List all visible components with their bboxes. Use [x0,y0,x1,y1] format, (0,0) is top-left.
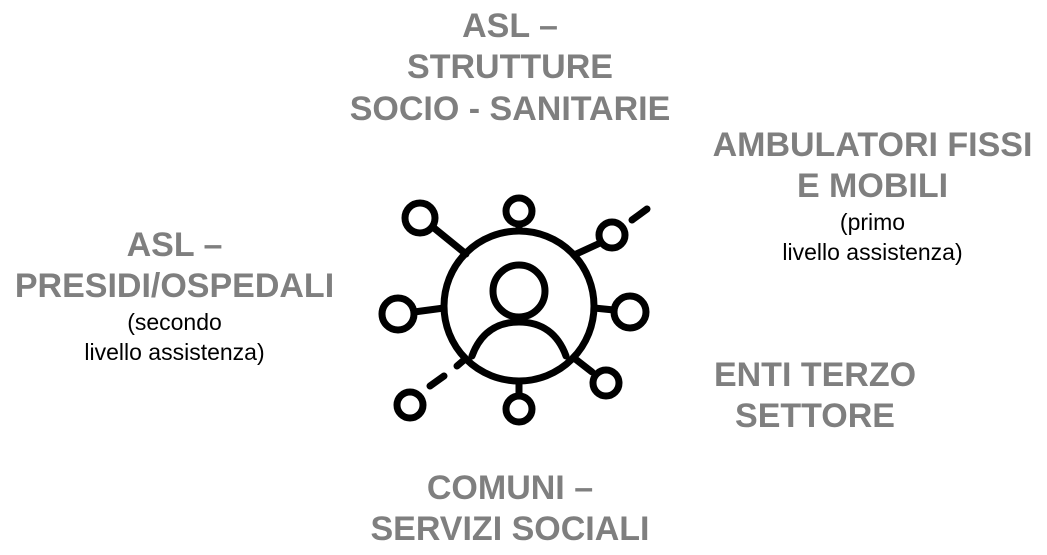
label-enti-terzo-settore: ENTI TERZO SETTORE [690,355,940,438]
person-head-icon [489,261,549,321]
label-line: AMBULATORI FISSI [712,126,1033,164]
label-line: SERVIZI SOCIALI [370,510,650,549]
label-subline: livello assistenza) [782,238,963,265]
node-right [610,292,650,332]
node-lower-right [589,366,623,400]
label-line: COMUNI – [426,469,594,507]
network-person-icon [378,194,651,426]
label-line: ASL – [126,226,223,264]
label-ambulatori: AMBULATORI FISSI E MOBILI (primo livello… [700,125,1045,268]
dash [628,205,651,224]
node-bottom [502,392,536,426]
label-line: STRUTTURE [407,48,613,87]
label-asl-presidi: ASL – PRESIDI/OSPEDALI (secondo livello … [2,225,347,368]
label-line: SETTORE [735,397,895,436]
spoke [453,356,468,370]
label-subline: livello assistenza) [84,338,265,365]
spoke [430,224,470,258]
spoke [570,354,596,376]
node-upper-left [401,199,439,237]
node-left [378,294,418,334]
node-lower-left [393,388,427,422]
dash [426,372,448,390]
node-upper-right [595,218,629,252]
label-line: PRESIDI/OSPEDALI [14,267,335,306]
label-line: ENTI TERZO [713,356,917,394]
spoke [410,304,448,316]
label-comuni: COMUNI – SERVIZI SOCIALI [330,468,690,551]
label-subline: (secondo [127,308,222,335]
spoke [570,240,602,259]
label-line: SOCIO - SANITARIE [349,89,671,128]
label-subline: (primo [839,208,906,235]
label-line: E MOBILI [796,167,949,206]
person-body-icon [468,318,570,360]
node-top [502,194,536,228]
label-asl-strutture: ASL – STRUTTURE SOCIO - SANITARIE [330,6,690,130]
label-line: ASL – [462,7,558,45]
